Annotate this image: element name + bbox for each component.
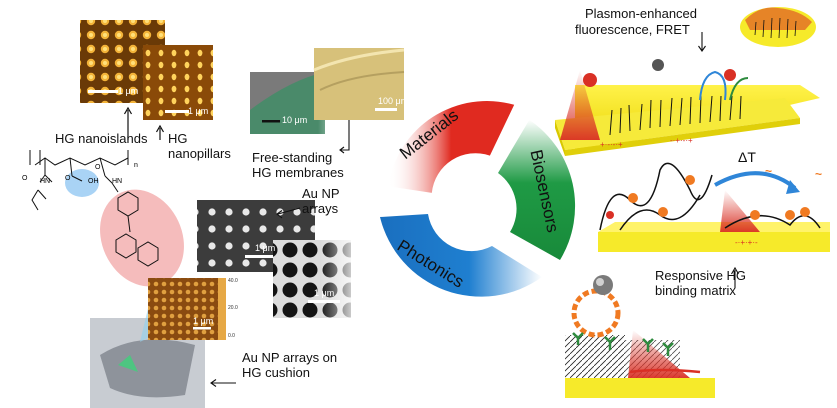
polymer-o-mid: O [65,175,71,182]
np-arrays-label-1: Au NP [302,186,340,201]
nanopillars-label-1: HG [168,131,188,146]
membranes-label-1: Free-standing [252,150,333,165]
scale-np-arrays-2: 1 μm [314,288,335,298]
membranes-label-2: HG membranes [252,165,344,180]
binding-matrix-diagram: ~ [565,275,715,398]
polymer-n: n [134,162,138,169]
scale-nanopillars: 1 μm [188,106,209,116]
benzophenone-moiety [100,189,184,287]
polymer-structure [29,150,129,211]
nanopillars-label-2: nanopillars [168,146,231,161]
nanoislands-label: HG nanoislands [55,131,148,146]
center-ring [380,101,576,297]
svg-text:+·-·-·+: +·-·-·+ [600,140,623,149]
delta-t-label: ΔT [738,149,756,165]
afm-colorbar-top: 40.0 [228,278,238,284]
polymer-o-left: O [22,175,28,182]
polymer-hn-left: HN [40,178,51,185]
nanopillars-panel [143,45,213,120]
plasmon-label-1: Plasmon-enhanced [585,6,698,21]
photonics-segment [380,214,542,297]
membrane-large-panel [313,48,405,120]
svg-text:~: ~ [765,164,772,178]
svg-text:~: ~ [815,167,822,181]
cushion-label-2: HG cushion [242,365,310,380]
arrow-np-arrays [277,207,301,215]
scale-cushion-afm: 1 μm [193,316,214,326]
cushion-label-1: Au NP arrays on [242,350,338,365]
fret-inset [740,7,816,47]
responsive-label-2: binding matrix [655,283,736,298]
polymer-hn-right: HN [112,178,123,185]
plasmon-label-2: fluorescence, FRET [575,22,690,37]
scale-np-arrays: 1 μm [255,243,276,253]
scale-membrane-large: 100 μm [378,96,409,106]
afm-colorbar-mid: 20.0 [228,305,238,311]
responsive-label-1: Responsive HG [655,268,747,283]
membrane-small-panel [250,72,325,134]
materials-segment [388,101,515,193]
arrow-membranes [340,120,350,151]
afm-colorbar-bottom: 0.0 [228,333,235,339]
np-arrays-label-2: arrays [302,201,339,216]
thermo-diagram: ~ ~ -·+·+·- [598,162,830,252]
fret-diagram: +·-·-·+ -·+·-·+ [555,59,820,156]
svg-text:-·+·+·-: -·+·+·- [735,238,758,247]
biosensors-segment [498,119,576,261]
svg-text:-·+·-·+: -·+·-·+ [670,136,693,145]
svg-text:~: ~ [683,366,690,378]
polymer-oh: OH [88,178,99,185]
polymer-o-right: O [95,164,101,171]
afm-panel [148,278,226,340]
scale-nanoislands: 1 μm [118,86,139,96]
scale-membrane-small: 10 μm [282,115,308,125]
